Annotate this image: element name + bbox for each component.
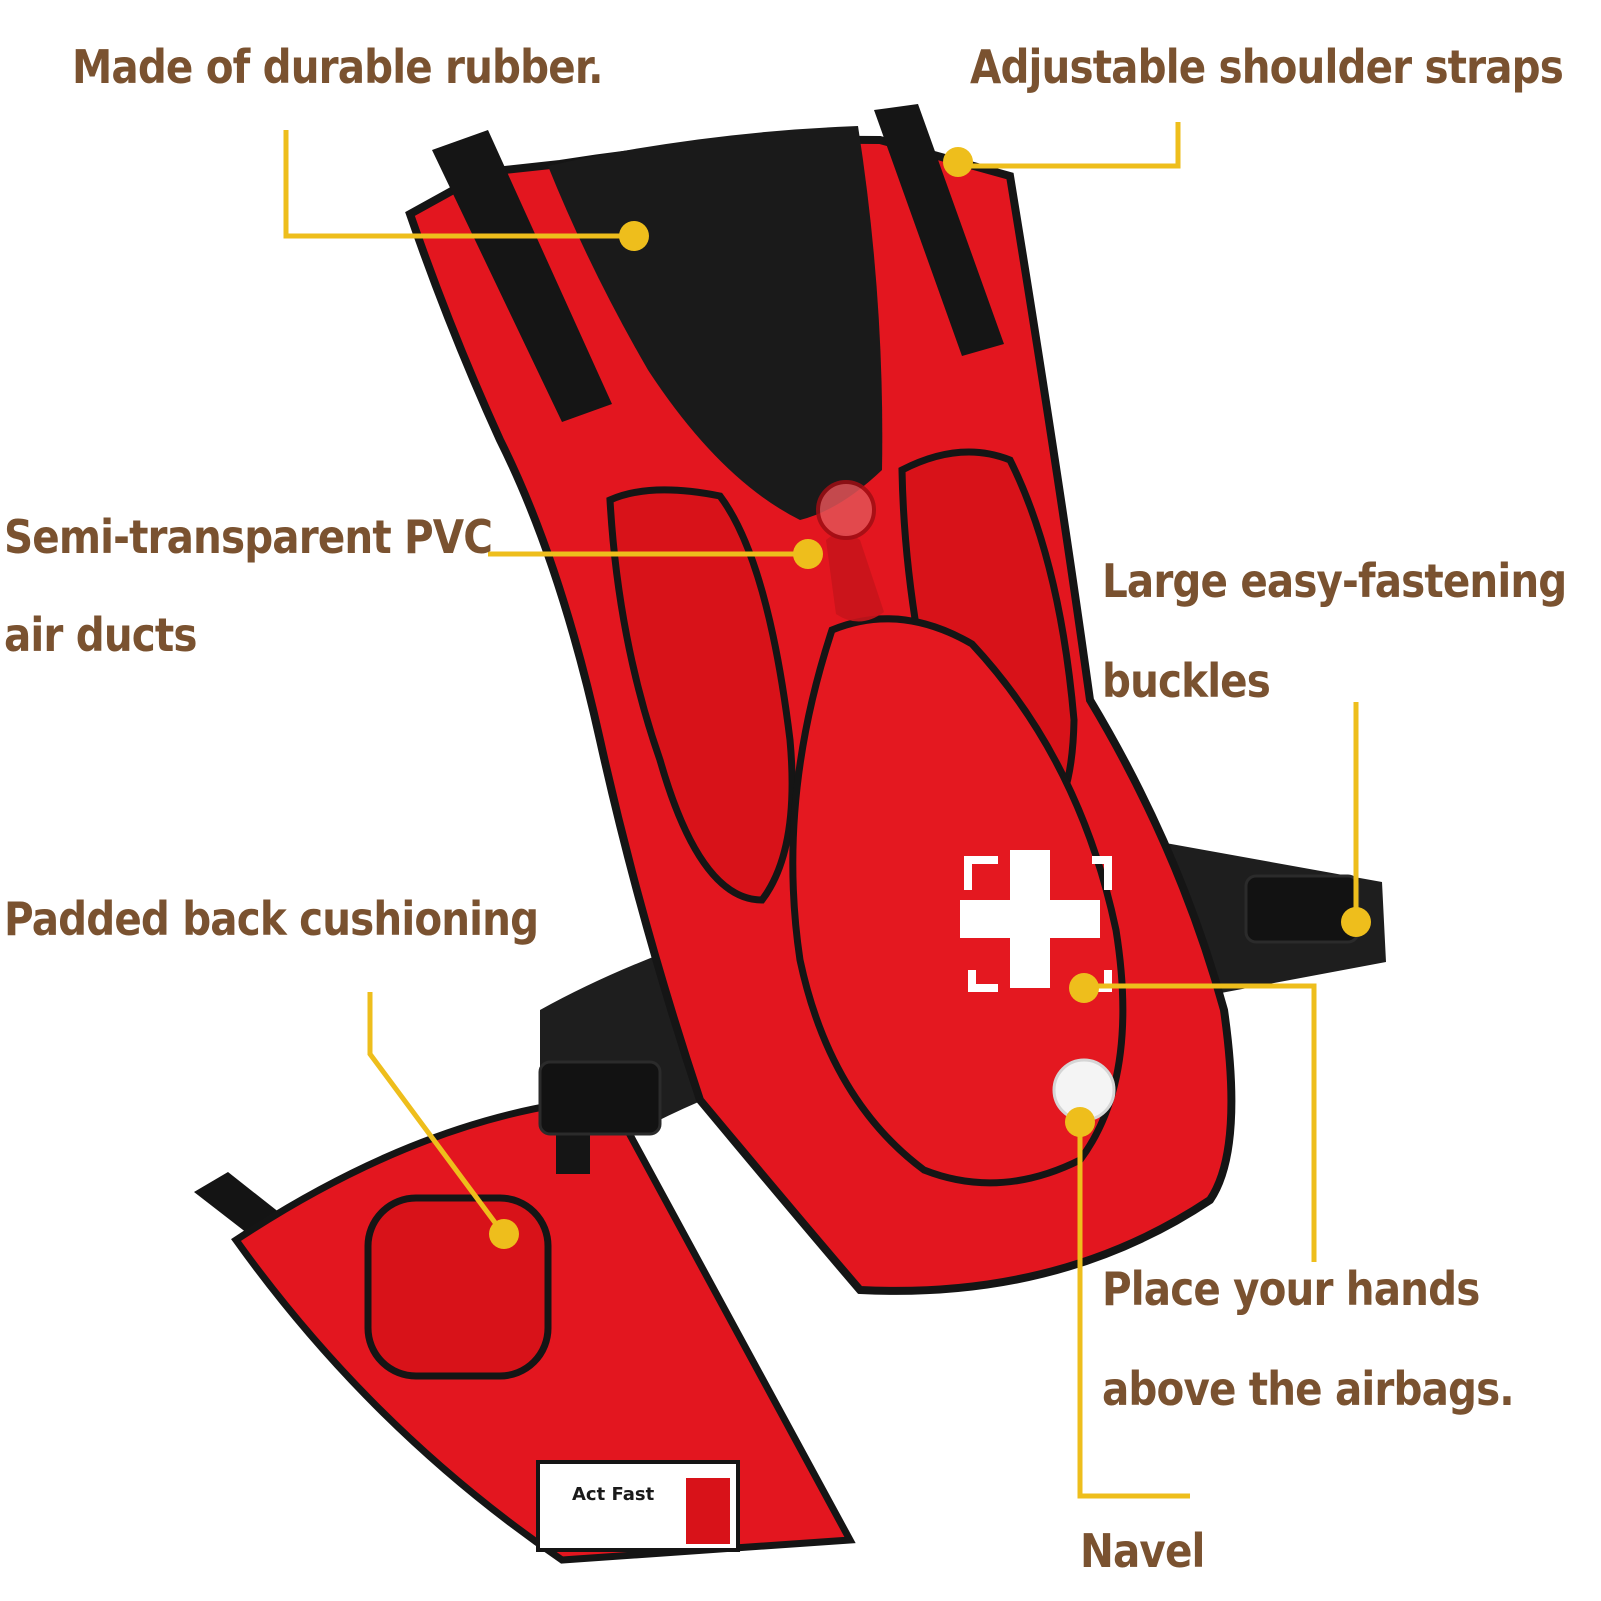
- product-label-card: Act Fast: [536, 1460, 740, 1552]
- callout-rubber: Made of durable rubber.: [72, 40, 604, 94]
- dot-padded: [489, 1219, 519, 1249]
- callout-leaders: [283, 122, 1359, 1499]
- callout-hands-line1: Place your hands: [1102, 1262, 1480, 1316]
- front-vest: [405, 104, 1236, 1295]
- dot-hands: [1069, 973, 1099, 1003]
- dot-navel: [1065, 1107, 1095, 1137]
- dot-buckles: [1341, 907, 1371, 937]
- callout-padded: Padded back cushioning: [4, 892, 539, 946]
- leader-padded: [367, 992, 505, 1234]
- leader-hands: [1084, 983, 1317, 1262]
- dot-pvc: [793, 539, 823, 569]
- shoulder-strap-left: [432, 130, 612, 422]
- callout-pvc-line1: Semi-transparent PVC: [4, 510, 493, 564]
- brand-label: Act Fast: [572, 1484, 655, 1505]
- back-vest-piece: Act Fast: [194, 1094, 856, 1564]
- callout-buckles-line2: buckles: [1102, 654, 1271, 708]
- leader-navel: [1077, 1120, 1190, 1499]
- callout-straps: Adjustable shoulder straps: [970, 40, 1564, 94]
- callout-hands-line2: above the airbags.: [1102, 1362, 1515, 1416]
- buckle-left: [538, 1060, 662, 1136]
- leader-straps: [960, 122, 1181, 169]
- pvc-air-valve: [816, 480, 876, 540]
- shoulder-strap-right: [874, 104, 1004, 356]
- side-airbag-left: [606, 486, 796, 904]
- callout-navel: Navel: [1080, 1524, 1205, 1578]
- leader-rubber: [283, 130, 634, 239]
- callout-dots: [489, 147, 1371, 1249]
- pvc-air-duct: [826, 533, 884, 622]
- buckle-right: [1244, 874, 1360, 944]
- dot-straps: [943, 147, 973, 177]
- callout-pvc-line2: air ducts: [4, 608, 197, 662]
- first-aid-cross-icon: [960, 850, 1112, 992]
- back-padding-cushion: [364, 1194, 552, 1380]
- dot-rubber: [619, 221, 649, 251]
- callout-buckles-line1: Large easy-fastening: [1102, 554, 1567, 608]
